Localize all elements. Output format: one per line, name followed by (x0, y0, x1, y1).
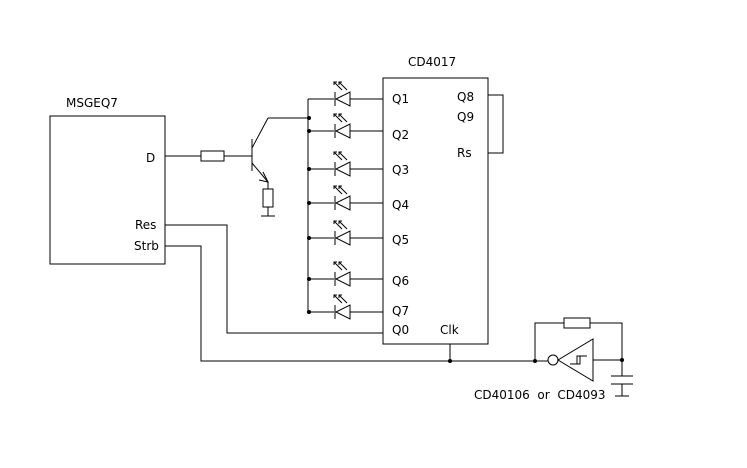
led-1 (308, 81, 383, 107)
npn-transistor (251, 117, 306, 189)
strb-clock-wire (165, 245, 535, 362)
feedback-wire-left (534, 322, 564, 361)
led-7 (308, 294, 383, 320)
msgeq7-pin-d: D (146, 151, 155, 165)
cd4017-pin-q7: Q7 (392, 304, 409, 318)
cd4017-pin-q9: Q9 (457, 110, 474, 124)
bus-junction-1 (307, 116, 311, 120)
cd4017-pin-clk: Clk (440, 323, 459, 337)
cd4017-pin-q0: Q0 (392, 323, 409, 337)
res-to-q0-wire (165, 224, 383, 334)
emitter-resistor (262, 188, 274, 208)
led-2 (308, 113, 383, 139)
cd4017-title: CD4017 (408, 55, 456, 69)
q8-rs-reset-wire (488, 94, 504, 154)
oscillator-label: CD40106 or CD4093 (474, 388, 605, 402)
msgeq7-ic-body (49, 115, 166, 265)
cd4017-pin-rs: Rs (457, 146, 472, 160)
cd4017-pin-q5: Q5 (392, 233, 409, 247)
msgeq7-title: MSGEQ7 (66, 96, 118, 110)
led-5 (308, 220, 383, 246)
led-3 (308, 151, 383, 177)
schmitt-inverter (535, 338, 594, 382)
led-6 (308, 261, 383, 287)
base-resistor (200, 150, 225, 162)
feedback-wire-right (590, 322, 623, 376)
cd4017-pin-q3: Q3 (392, 163, 409, 177)
inverter-input-junction (620, 358, 624, 362)
cd4017-pin-q1: Q1 (392, 92, 409, 106)
led-array (308, 81, 383, 320)
clk-junction (448, 359, 452, 363)
msgeq7-pin-strb: Strb (134, 239, 159, 253)
msgeq7-pin-res: Res (135, 218, 156, 232)
feedback-resistor (563, 317, 591, 329)
cd4017-pin-q4: Q4 (392, 198, 409, 212)
led-4 (308, 185, 383, 211)
cd4017-pin-q2: Q2 (392, 128, 409, 142)
cd4017-pin-q6: Q6 (392, 274, 409, 288)
cd4017-pin-q8: Q8 (457, 90, 474, 104)
cd4017-ic-body (382, 77, 489, 345)
